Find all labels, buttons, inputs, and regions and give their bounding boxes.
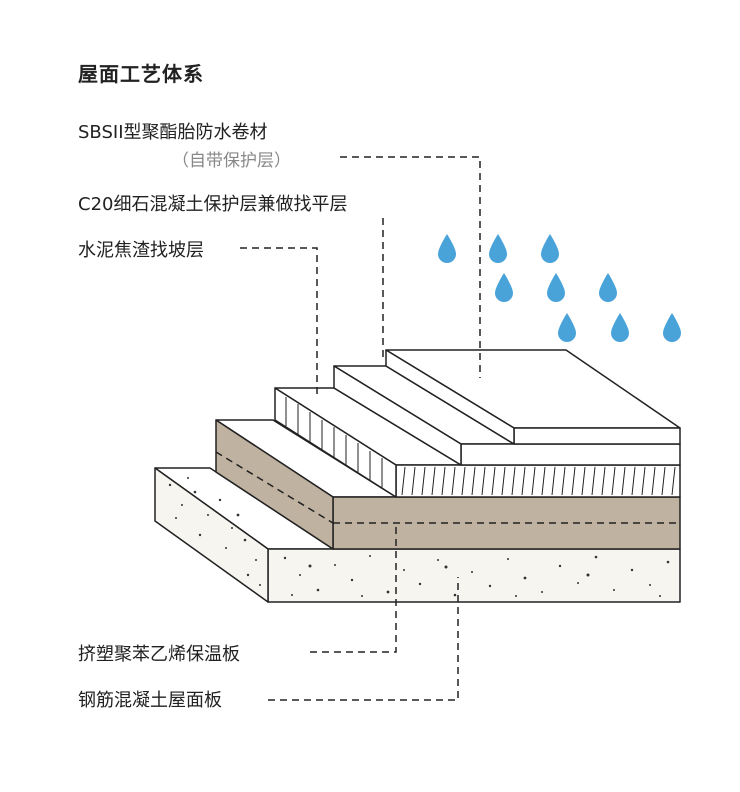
water-drop-icon: [541, 234, 559, 263]
label-c20: C20细石混凝土保护层兼做找平层: [78, 194, 348, 215]
water-drop-icon: [599, 273, 617, 302]
water-drop-icon: [489, 234, 507, 263]
water-drop-icon: [611, 313, 629, 342]
layer-membrane: [385, 349, 681, 445]
diagram-title: 屋面工艺体系: [78, 62, 204, 86]
label-membrane: SBSII型聚酯胎防水卷材: [78, 122, 268, 143]
label-insulation: 挤塑聚苯乙烯保温板: [78, 644, 240, 665]
water-drop-icon: [438, 234, 456, 263]
slab-speckles: [168, 477, 670, 597]
layer-c20: [333, 365, 681, 466]
layer-slab: [154, 467, 681, 603]
label-membrane-note: （自带保护层）: [172, 151, 291, 171]
water-drop-icon: [547, 273, 565, 302]
water-drop-icon: [663, 313, 681, 342]
label-slope: 水泥焦渣找坡层: [78, 240, 204, 261]
leader-lines: [215, 156, 680, 701]
water-drop-icon: [558, 313, 576, 342]
rain-drops: [438, 234, 681, 342]
layer-slope: [274, 387, 681, 498]
label-slab: 钢筋混凝土屋面板: [78, 690, 222, 711]
water-drop-icon: [495, 273, 513, 302]
slope-hatching: [285, 397, 676, 496]
